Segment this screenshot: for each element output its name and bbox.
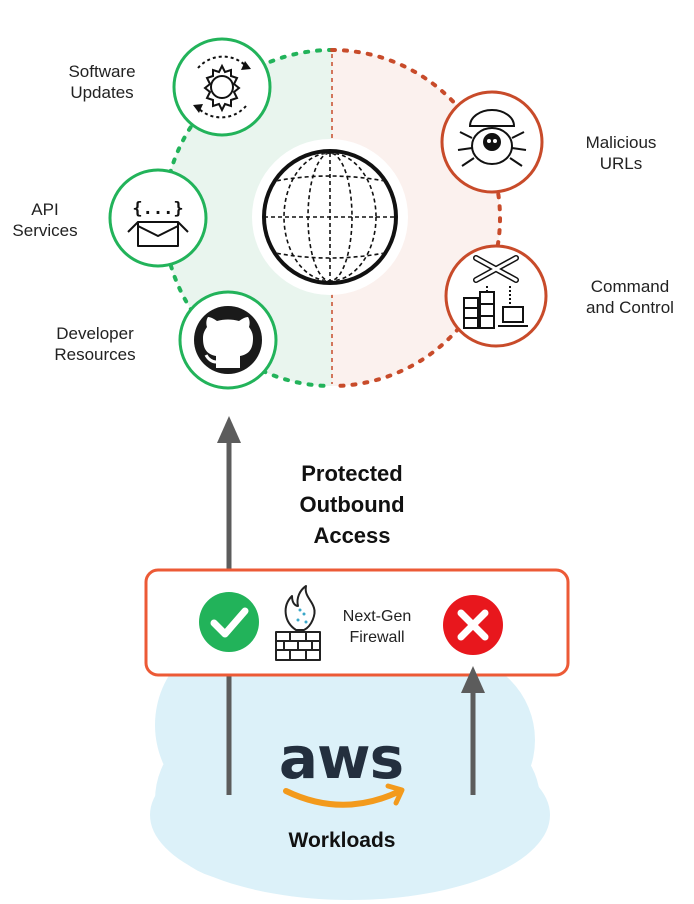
api-services-node: {...}: [108, 168, 208, 268]
skull-bug-icon: [457, 109, 527, 167]
checkmark-icon: [199, 592, 259, 652]
api-box-icon: {...}: [127, 199, 189, 247]
blocked-arrow: [461, 666, 485, 795]
workloads-label: Workloads: [288, 829, 396, 852]
malicious-urls-node: [440, 90, 544, 194]
software-updates-node: [172, 37, 272, 137]
globe-icon: [252, 139, 408, 295]
aws-logo: aws: [279, 724, 405, 808]
aws-cloud: [150, 575, 550, 900]
gear-sync-icon: [193, 55, 251, 119]
github-icon: [194, 306, 262, 374]
command-control-node: [444, 244, 548, 348]
aws-brand-text: aws: [279, 724, 403, 792]
svg-text:{...}: {...}: [132, 199, 183, 219]
firewall-flame-icon: [275, 585, 321, 661]
x-icon: [443, 595, 503, 655]
c2-servers-icon: [463, 255, 528, 329]
developer-resources-node: [178, 290, 278, 390]
